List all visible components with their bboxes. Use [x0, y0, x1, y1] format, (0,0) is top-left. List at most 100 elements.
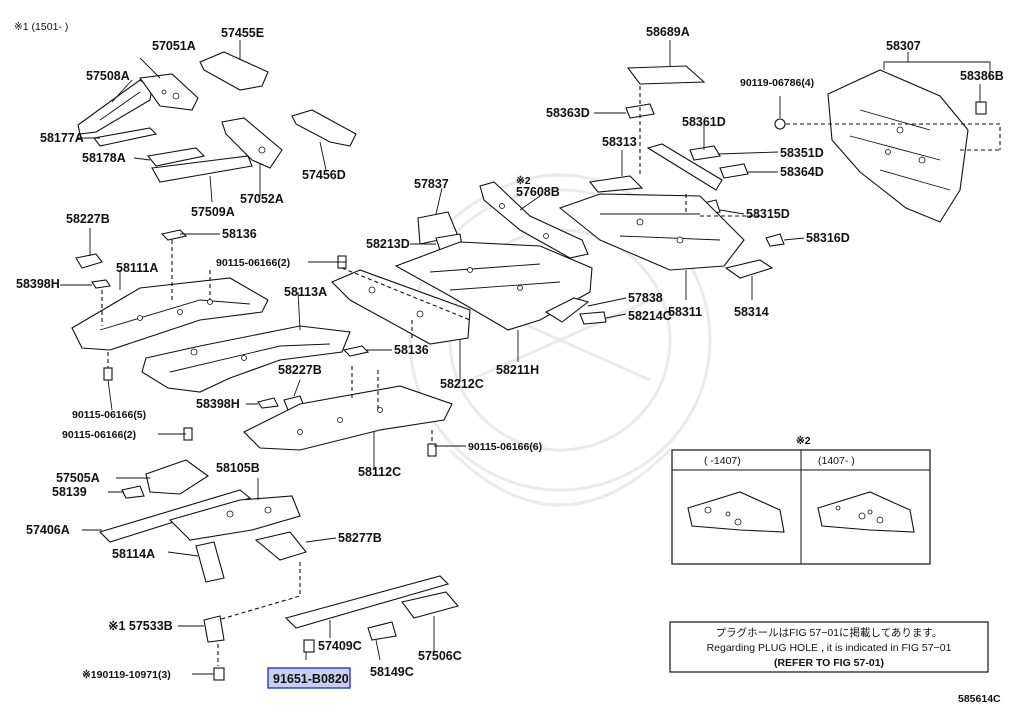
bolt-90119-3[interactable] [213, 667, 225, 681]
label-58136-a[interactable]: 58136 [222, 227, 257, 241]
label-90115-06166-5[interactable]: 90115-06166(5) [72, 409, 146, 421]
part-58689A[interactable] [626, 65, 706, 85]
part-58316D[interactable] [765, 233, 785, 247]
bolt-90115-6[interactable] [427, 443, 437, 457]
label-57837[interactable]: 57837 [414, 177, 449, 191]
label-58114A[interactable]: 58114A [112, 547, 155, 561]
part-57509A[interactable] [151, 155, 253, 183]
bolt-90119-4[interactable] [774, 118, 786, 130]
label-58689A[interactable]: 58689A [646, 25, 690, 39]
label-58314[interactable]: 58314 [734, 305, 769, 319]
part-58113A[interactable] [141, 325, 351, 393]
part-58314[interactable] [724, 259, 774, 279]
part-58398H-a[interactable] [91, 279, 111, 289]
label-58227B-a[interactable]: 58227B [66, 212, 110, 226]
label-90115-06166-2a[interactable]: 90115-06166(2) [216, 257, 290, 269]
part-57406A[interactable] [98, 489, 252, 543]
part-58398H-b[interactable] [257, 397, 279, 409]
label-58364D[interactable]: 58364D [780, 165, 824, 179]
label-90119-06786-4[interactable]: 90119-06786(4) [740, 77, 814, 89]
label-58105B[interactable]: 58105B [216, 461, 260, 475]
bolt-91651-B0820[interactable] [303, 639, 315, 653]
part-58177A[interactable] [93, 127, 158, 147]
part-58111A[interactable] [71, 277, 269, 351]
part-57508A[interactable] [77, 79, 153, 135]
label-57409C[interactable]: 57409C [318, 639, 362, 653]
label-58398H-a[interactable]: 58398H [16, 277, 60, 291]
label-58363D[interactable]: 58363D [546, 106, 590, 120]
label-58213D[interactable]: 58213D [366, 237, 410, 251]
label-58398H-b[interactable]: 58398H [196, 397, 240, 411]
part-57455E[interactable] [199, 51, 269, 91]
label-57406A[interactable]: 57406A [26, 523, 70, 537]
label-57505A[interactable]: 57505A [56, 471, 100, 485]
part-57506C[interactable] [401, 591, 459, 619]
label-58351D[interactable]: 58351D [780, 146, 824, 160]
label-57838[interactable]: 57838 [628, 291, 663, 305]
part-58311[interactable] [558, 193, 745, 271]
label-57608B[interactable]: 57608B [516, 185, 560, 199]
label-58178A[interactable]: 58178A [82, 151, 126, 165]
label-58113A[interactable]: 58113A [284, 285, 327, 299]
part-57409C[interactable] [284, 575, 450, 629]
label-58277B[interactable]: 58277B [338, 531, 382, 545]
label-90115-06166-2b[interactable]: 90115-06166(2) [62, 429, 136, 441]
label-58177A[interactable]: 58177A [40, 131, 84, 145]
part-58214C[interactable] [579, 311, 607, 325]
highlight-91651-B0820[interactable] [267, 667, 351, 689]
part-58112C[interactable] [243, 385, 453, 451]
label-58136-b[interactable]: 58136 [394, 343, 429, 357]
label-57506C[interactable]: 57506C [418, 649, 462, 663]
part-58307[interactable] [827, 69, 969, 223]
part-57608B[interactable] [479, 181, 589, 259]
part-57533B[interactable] [203, 615, 225, 643]
label-57455E[interactable]: 57455E [221, 26, 264, 40]
label-57508A[interactable]: 57508A [86, 69, 130, 83]
label-91651-B0820[interactable]: 91651-B0820 [273, 672, 349, 686]
label-58214C[interactable]: 58214C [628, 309, 672, 323]
label-90115-06166-6[interactable]: 90115-06166(6) [468, 441, 542, 453]
part-57505A[interactable] [145, 459, 209, 495]
label-58211H[interactable]: 58211H [496, 363, 539, 377]
label-57509A[interactable]: 57509A [191, 205, 235, 219]
label-58111A[interactable]: 58111A [116, 261, 158, 275]
label-58227B-b[interactable]: 58227B [278, 363, 322, 377]
label-58313[interactable]: 58313 [602, 135, 637, 149]
part-58227B-a[interactable] [75, 253, 103, 269]
part-58178A[interactable] [146, 147, 206, 167]
part-58212C[interactable] [331, 269, 471, 345]
part-57052A[interactable] [221, 117, 283, 169]
label-58139[interactable]: 58139 [52, 485, 87, 499]
label-58311[interactable]: 58311 [668, 305, 702, 319]
label-90119-10971-3[interactable]: ※190119-10971(3) [82, 669, 171, 681]
label-58112C[interactable]: 58112C [358, 465, 401, 479]
inset-bracket-early[interactable] [687, 491, 785, 533]
label-58307[interactable]: 58307 [886, 39, 921, 53]
label-57051A[interactable]: 57051A [152, 39, 196, 53]
part-58351D[interactable] [689, 145, 721, 161]
label-58361D[interactable]: 58361D [682, 115, 726, 129]
part-58211H[interactable] [394, 241, 593, 331]
label-57052A[interactable]: 57052A [240, 192, 284, 206]
part-57838[interactable] [544, 297, 590, 323]
part-58105B[interactable] [168, 495, 301, 541]
part-57456D[interactable] [291, 109, 357, 147]
part-57051A[interactable] [139, 73, 199, 111]
bolt-90115-5[interactable] [103, 367, 113, 381]
label-58316D[interactable]: 58316D [806, 231, 850, 245]
part-58313[interactable] [588, 175, 644, 193]
part-58136-a[interactable] [160, 229, 188, 241]
part-58136-b[interactable] [342, 345, 370, 357]
label-58149C[interactable]: 58149C [370, 665, 414, 679]
label-58386B[interactable]: 58386B [960, 69, 1004, 83]
inset-bracket-late[interactable] [817, 491, 915, 533]
label-58212C[interactable]: 58212C [440, 377, 484, 391]
label-58315D[interactable]: 58315D [746, 207, 790, 221]
part-58364D[interactable] [719, 163, 749, 179]
label-57533B[interactable]: ※1 57533B [108, 619, 173, 633]
part-58114A[interactable] [195, 541, 225, 583]
part-58361D[interactable] [646, 143, 723, 191]
part-58277B[interactable] [254, 531, 307, 561]
part-58139[interactable] [121, 485, 145, 499]
part-58149C[interactable] [367, 621, 397, 641]
